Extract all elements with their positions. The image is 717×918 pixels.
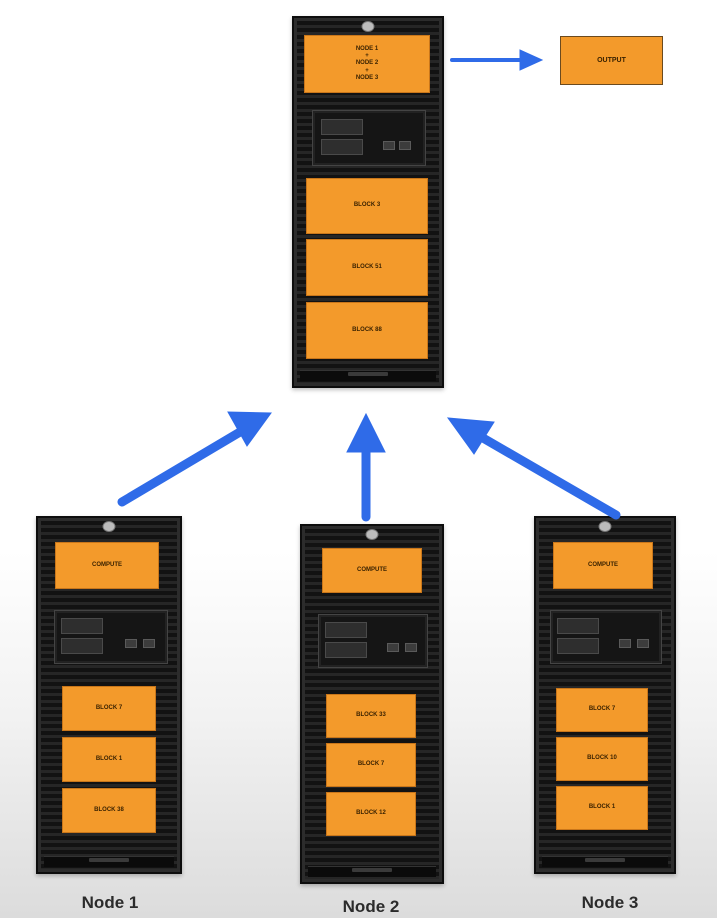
merge-block: NODE 1 + NODE 2 + NODE 3 [304, 35, 430, 93]
server-logo-icon [102, 521, 116, 532]
node-3-block-3-label: BLOCK 1 [588, 804, 616, 811]
arrow-node-3-head [446, 417, 495, 455]
server-badge [542, 856, 668, 867]
node-1-block-3: BLOCK 38 [62, 788, 156, 833]
server-badge [308, 866, 436, 877]
node-3-compute: COMPUTE [553, 542, 653, 589]
node-2-block-1-label: BLOCK 33 [356, 712, 386, 719]
node-1-compute-label: COMPUTE [92, 561, 122, 568]
aggregator-block-1-label: BLOCK 3 [353, 202, 381, 209]
node-3-block-3: BLOCK 1 [556, 786, 648, 830]
node-2-block-2-label: BLOCK 7 [357, 761, 385, 768]
node-3-block-1: BLOCK 7 [556, 688, 648, 732]
node-1-label: Node 1 [81, 893, 139, 912]
node-1-block-2: BLOCK 1 [62, 737, 156, 782]
node-1-block-1: BLOCK 7 [62, 686, 156, 731]
server-logo-icon [361, 21, 375, 32]
arrow-node-2-head [346, 412, 386, 453]
node-3-block-2-label: BLOCK 10 [587, 755, 617, 762]
server-badge [44, 856, 174, 867]
aggregator-block-3-label: BLOCK 88 [352, 326, 382, 333]
aggregator-block-1: BLOCK 3 [306, 178, 428, 234]
node-2-block-3-label: BLOCK 12 [356, 810, 386, 817]
aggregator-block-2-label: BLOCK 51 [352, 263, 382, 270]
drive-bay [54, 610, 168, 664]
node-2-compute: COMPUTE [322, 548, 422, 593]
arrow-node-1-head [227, 411, 272, 447]
node-1-compute: COMPUTE [55, 542, 159, 589]
arrow-to-output-head [519, 49, 544, 71]
output-box: OUTPUT [560, 36, 663, 85]
node-2-server: COMPUTE BLOCK 33 BLOCK 7 BLOCK 12 [300, 524, 444, 884]
node-1-server: COMPUTE BLOCK 7 BLOCK 1 BLOCK 38 [36, 516, 182, 874]
server-badge [300, 370, 436, 381]
node-1-block-2-label: BLOCK 1 [95, 755, 123, 762]
node-2-label: Node 2 [342, 897, 400, 916]
server-logo-icon [598, 521, 612, 532]
node-1-block-1-label: BLOCK 7 [95, 704, 123, 711]
drive-bay [318, 614, 428, 668]
node-3-server: COMPUTE BLOCK 7 BLOCK 10 BLOCK 1 [534, 516, 676, 874]
server-logo-icon [365, 529, 379, 540]
arrow-node-1 [117, 427, 245, 507]
merge-block-label: NODE 1 + NODE 2 + NODE 3 [355, 46, 379, 81]
drive-bay [312, 110, 426, 166]
node-3-label: Node 3 [581, 893, 639, 912]
node-2-block-3: BLOCK 12 [326, 792, 416, 836]
node-3-block-2: BLOCK 10 [556, 737, 648, 781]
node-3-block-1-label: BLOCK 7 [588, 706, 616, 713]
arrow-node-3 [478, 433, 621, 520]
aggregator-block-2: BLOCK 51 [306, 239, 428, 296]
node-1-block-3-label: BLOCK 38 [94, 806, 124, 813]
node-3-compute-label: COMPUTE [588, 561, 618, 568]
drive-bay [550, 610, 662, 664]
output-label: OUTPUT [597, 57, 626, 64]
node-2-block-2: BLOCK 7 [326, 743, 416, 787]
node-2-block-1: BLOCK 33 [326, 694, 416, 738]
aggregator-server: NODE 1 + NODE 2 + NODE 3 BLOCK 3 BLOCK 5… [292, 16, 444, 388]
aggregator-block-3: BLOCK 88 [306, 302, 428, 359]
node-2-compute-label: COMPUTE [357, 566, 387, 573]
